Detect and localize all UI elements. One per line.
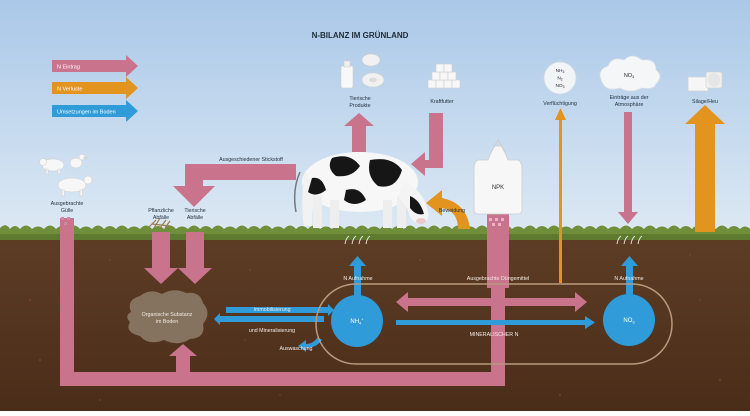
label-beweidung: Beweidung (439, 208, 465, 214)
svg-text:NH3: NH3 (556, 68, 565, 74)
svg-text:N2: N2 (557, 76, 562, 82)
no3-label: NO (623, 318, 632, 324)
plant-waste-icon (147, 217, 171, 229)
sprouts-left-icon (344, 235, 371, 245)
volatilization-bubble-icon: NH3 N2 NO3 (543, 61, 577, 95)
grass-base (0, 234, 750, 240)
grazing-arrow (426, 190, 470, 229)
guelle-to-organic-arrow (169, 344, 197, 372)
animal-waste-arrow (178, 232, 212, 284)
guelle-dots-icon (61, 217, 70, 225)
legend-eintrag: N Eintrag (52, 55, 138, 77)
label-n-aufnahme-right: N Aufnahme (614, 276, 643, 282)
no3-sub: 3 (632, 320, 635, 325)
no3-pool (603, 294, 655, 346)
label-n-aufnahme-left: N Aufnahme (343, 276, 372, 282)
label-organische-1: Organische Substanz (142, 312, 193, 318)
plant-waste-arrow (144, 232, 178, 284)
vol-no3: NO (555, 83, 562, 89)
label-tierische-produkte-1: Tierische (349, 96, 370, 102)
fertilizer-down-arrow (487, 212, 509, 288)
n-uptake-left-arrow (349, 256, 366, 298)
nh4-sub: 4 (359, 321, 362, 326)
nh4-pool (331, 295, 383, 347)
atm-no3-sub: 3 (632, 75, 634, 79)
label-silage: Silage/Heu (692, 99, 718, 105)
legend: N Eintrag N Verluste Umsetzungen im Bode… (52, 55, 138, 122)
label-auswaschung: Auswaschung (280, 346, 313, 352)
vol-n2-sub: 2 (561, 78, 563, 82)
excreted-n-arrow (173, 164, 296, 207)
label-duengemittel: Ausgebrachte Düngemittel (467, 276, 529, 282)
feed-icon (427, 63, 461, 89)
diagram-title: N-BILANZ IM GRÜNLAND (312, 31, 409, 40)
cow-icon (293, 152, 429, 228)
svg-text:NO3: NO3 (624, 73, 634, 79)
vol-no3-sub: 3 (563, 85, 565, 89)
vol-n2: N (557, 76, 561, 82)
npk-label: NPK (492, 185, 504, 191)
svg-text:NO3: NO3 (555, 83, 564, 89)
farm-animals-icon (39, 153, 93, 197)
label-ausgeschieden: Ausgeschiedener Stickstoff (219, 157, 283, 163)
label-mineralisierung: und Mineralisierung (249, 328, 295, 334)
atmosphere-cloud-icon: NO3 (599, 55, 661, 92)
vol-nh3: NH (556, 68, 563, 74)
label-eintraege-2: Atmosphäre (615, 102, 644, 108)
vol-nh3-sub: 3 (563, 70, 565, 74)
sprouts-right-icon (616, 235, 643, 245)
label-mineralischer: MINERALISCHER N (470, 332, 519, 338)
immobilisation-arrow (214, 313, 324, 325)
fertilizer-bag-icon: NPK (473, 138, 523, 215)
label-pflanzliche-2: Abfälle (153, 215, 169, 221)
silage-bales-icon (687, 71, 723, 92)
nh4-label: NH (350, 319, 359, 325)
label-guelle-1: Ausgebrachte (51, 201, 84, 207)
legend-umsetzungen-label: Umsetzungen im Boden (57, 110, 116, 116)
n-uptake-right-arrow (621, 256, 638, 298)
label-tierische-produkte-2: Produkte (349, 103, 370, 109)
soil-speckles (28, 253, 722, 401)
nh4-sup: + (361, 317, 364, 322)
atm-no3: NO (624, 73, 633, 79)
atmosphere-input-arrow (618, 112, 638, 224)
svg-text:NO3: NO3 (623, 318, 635, 325)
legend-verluste-label: N Verluste (57, 87, 82, 93)
label-verfluechtigung: Verflüchtigung (543, 101, 577, 107)
label-kraftfutter: Kraftfutter (430, 99, 453, 105)
svg-text:NH4+: NH4+ (350, 317, 364, 326)
mineral-n-box (315, 283, 673, 365)
leaching-arrow (298, 337, 322, 352)
label-guelle-2: Gülle (61, 208, 73, 214)
label-tierische-abfaelle-2: Abfälle (187, 215, 203, 221)
animal-products-icon (340, 53, 385, 89)
label-eintraege-1: Einträge aus der (610, 95, 649, 101)
mineralisation-arrow (226, 304, 334, 316)
label-tierische-abfaelle-1: Tierische (184, 208, 205, 214)
feed-arrow (411, 113, 443, 176)
label-pflanzliche-1: Pflanzliche (148, 208, 174, 214)
legend-eintrag-label: N Eintrag (57, 65, 80, 71)
label-organische-2: im Boden (156, 319, 178, 325)
organic-matter-blob (127, 290, 208, 344)
fertilizer-dots-icon (489, 218, 504, 226)
animal-products-arrow (344, 113, 374, 152)
fertilizer-bidirectional-arrow (396, 292, 587, 312)
legend-umsetzungen: Umsetzungen im Boden (52, 100, 138, 122)
legend-verluste: N Verluste (52, 77, 138, 99)
nitrification-arrow (396, 316, 595, 329)
label-immobilisierung: Immobilisierung (253, 307, 290, 313)
silage-arrow (685, 105, 725, 232)
volatilization-arrow (555, 108, 566, 283)
